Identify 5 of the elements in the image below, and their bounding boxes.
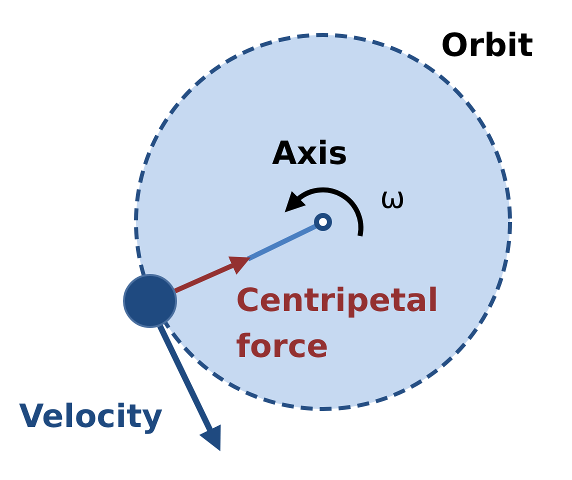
- axis-label: Axis: [272, 133, 348, 174]
- velocity-label: Velocity: [19, 396, 163, 437]
- force-label: Centripetal force: [236, 280, 440, 367]
- angular-velocity-symbol: ω: [380, 180, 406, 218]
- orbit-label: Orbit: [441, 25, 534, 66]
